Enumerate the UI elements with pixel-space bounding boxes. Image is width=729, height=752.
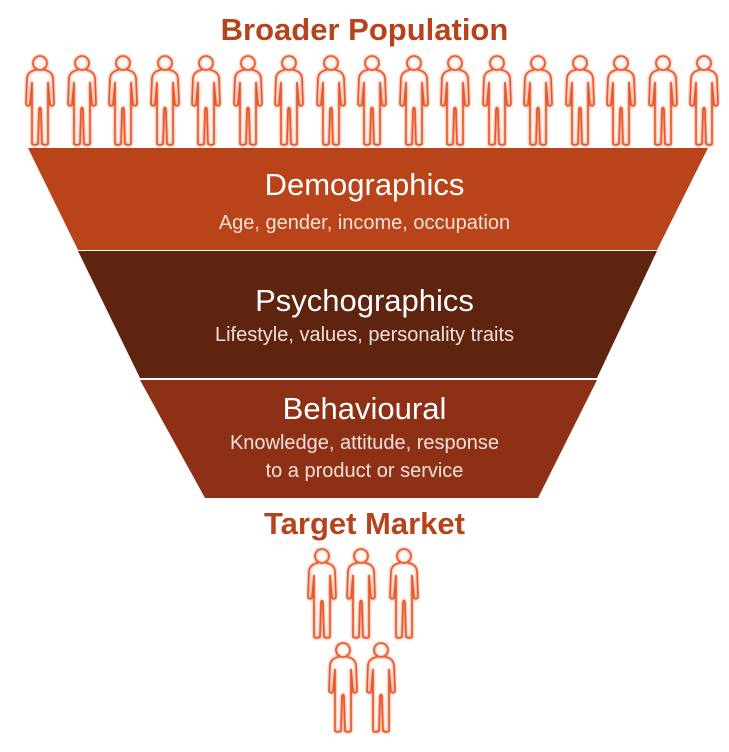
broader-population-label: Broader Population (220, 12, 509, 47)
psychographics-title: Psychographics (255, 283, 474, 318)
demographics-title: Demographics (264, 167, 465, 202)
band-demographics (28, 148, 708, 250)
person-icon (605, 54, 637, 148)
demographics-subtitle: Age, gender, income, occupation (218, 212, 511, 234)
person-icon (306, 547, 338, 641)
person-icon (315, 54, 347, 148)
target-market-label: Target Market (264, 506, 465, 541)
band-psychographics (78, 251, 657, 378)
band-behavioural (140, 380, 597, 498)
person-icon (388, 547, 420, 641)
person-icon (647, 54, 679, 148)
person-icon (232, 54, 264, 148)
person-icon (365, 641, 397, 735)
person-icon (522, 54, 554, 148)
person-icon (345, 547, 377, 641)
person-icon (688, 54, 720, 148)
person-icon (149, 54, 181, 148)
person-icon (327, 641, 359, 735)
person-icon (356, 54, 388, 148)
person-icon (398, 54, 430, 148)
person-icon (439, 54, 471, 148)
behavioural-subtitle-line1: Knowledge, attitude, response (229, 432, 500, 454)
psychographics-subtitle: Lifestyle, values, personality traits (214, 324, 515, 346)
behavioural-subtitle-line2: to a product or service (265, 460, 464, 482)
person-icon (190, 54, 222, 148)
person-icon (273, 54, 305, 148)
person-icon (564, 54, 596, 148)
behavioural-title: Behavioural (282, 391, 447, 426)
person-icon (66, 54, 98, 148)
person-icon (107, 54, 139, 148)
person-icon (24, 54, 56, 148)
person-icon (481, 54, 513, 148)
